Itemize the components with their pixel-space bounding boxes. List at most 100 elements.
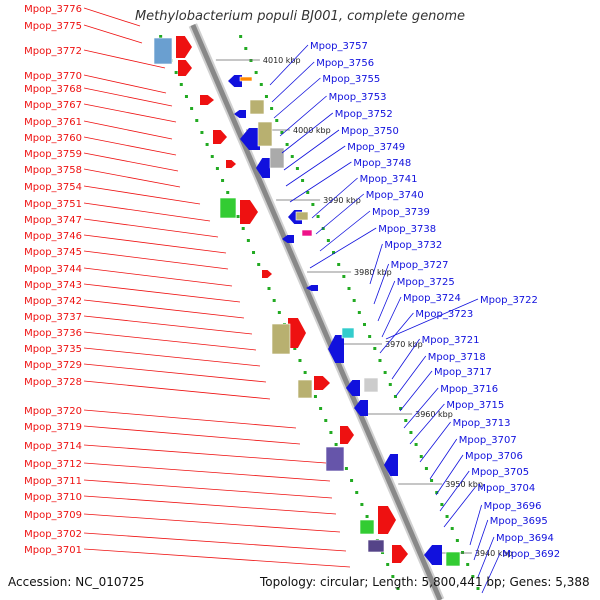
leader-line-right bbox=[379, 312, 414, 354]
gc-dot-outer bbox=[455, 539, 459, 542]
gc-dot-inner bbox=[190, 107, 194, 110]
reverse-gene-glyph bbox=[228, 75, 242, 87]
tick-label: 3980 kbp bbox=[354, 268, 392, 277]
feature-layer bbox=[153, 36, 461, 567]
leader-line-right bbox=[481, 552, 501, 594]
gene-label-left: Mpop_3759 bbox=[24, 149, 82, 160]
leader-lines-layer bbox=[83, 7, 501, 594]
gc-dot-outer bbox=[332, 251, 336, 254]
gc-dot-inner bbox=[355, 491, 359, 494]
leader-line-right bbox=[439, 470, 470, 512]
tick-label: 3940 kbp bbox=[475, 549, 513, 558]
tick-label: 4000 kbp bbox=[293, 126, 331, 135]
gc-dot-outer bbox=[321, 227, 325, 230]
gene-label-left: Mpop_3728 bbox=[24, 377, 82, 388]
gc-dot-outer bbox=[357, 311, 361, 314]
topology-text: Topology: circular; Length: 5,800,441 bp… bbox=[260, 575, 590, 589]
leader-line-right bbox=[403, 387, 439, 429]
leader-line-right bbox=[373, 263, 389, 305]
leader-line-right bbox=[377, 280, 396, 322]
feature-block bbox=[153, 37, 173, 65]
gene-label-right: Mpop_3705 bbox=[471, 467, 529, 478]
gene-label-right: Mpop_3739 bbox=[372, 207, 430, 218]
forward-gene-glyph bbox=[226, 160, 236, 168]
feature-block bbox=[445, 551, 461, 567]
leader-line-right bbox=[289, 161, 352, 203]
gc-dot-outer bbox=[362, 323, 366, 326]
reverse-gene-glyph bbox=[354, 400, 368, 416]
gene-label-right: Mpop_3748 bbox=[353, 158, 411, 169]
reverse-gene-glyph bbox=[306, 285, 318, 291]
gc-dot-inner bbox=[386, 563, 390, 566]
gene-label-right: Mpop_3756 bbox=[316, 58, 374, 69]
gene-label-left: Mpop_3775 bbox=[24, 21, 82, 32]
gene-label-right: Mpop_3757 bbox=[310, 41, 368, 52]
feature-block bbox=[271, 323, 291, 355]
gene-label-left: Mpop_3701 bbox=[24, 545, 82, 556]
gc-dot-outer bbox=[471, 575, 475, 578]
gc-dot-outer bbox=[301, 179, 305, 182]
gc-dot-outer bbox=[383, 371, 387, 374]
gc-dot-inner bbox=[221, 179, 225, 182]
gene-label-right: Mpop_3738 bbox=[378, 224, 436, 235]
gene-label-left: Mpop_3735 bbox=[24, 344, 82, 355]
feature-block bbox=[239, 76, 253, 82]
gene-label-right: Mpop_3707 bbox=[459, 435, 517, 446]
gene-label-right: Mpop_3692 bbox=[502, 549, 560, 560]
leader-line-left bbox=[83, 380, 271, 400]
leader-line-left bbox=[83, 234, 227, 254]
gc-dot-outer bbox=[445, 515, 449, 518]
gc-dot-outer bbox=[409, 431, 413, 434]
leader-line-left bbox=[83, 548, 351, 568]
gc-dot-inner bbox=[184, 95, 188, 98]
feature-block bbox=[325, 446, 345, 472]
gene-label-left: Mpop_3736 bbox=[24, 328, 82, 339]
gc-dot-inner bbox=[298, 359, 302, 362]
gc-dot-outer bbox=[290, 155, 294, 158]
leader-line-left bbox=[83, 409, 297, 429]
gene-label-left: Mpop_3767 bbox=[24, 100, 82, 111]
gene-label-right: Mpop_3732 bbox=[384, 240, 442, 251]
feature-block bbox=[367, 539, 385, 553]
forward-gene-glyph bbox=[392, 545, 408, 563]
gc-dot-inner bbox=[396, 587, 400, 590]
gc-dot-outer bbox=[461, 551, 465, 554]
leader-line-right bbox=[395, 355, 427, 397]
leader-line-left bbox=[83, 363, 267, 383]
leader-line-right bbox=[399, 370, 433, 412]
gc-dot-outer bbox=[244, 47, 248, 50]
gene-label-right: Mpop_3722 bbox=[480, 295, 538, 306]
gc-dot-inner bbox=[236, 215, 240, 218]
gene-label-right: Mpop_3740 bbox=[366, 190, 424, 201]
gc-dot-outer bbox=[440, 503, 444, 506]
gc-dot-outer bbox=[295, 167, 299, 170]
leader-line-left bbox=[83, 218, 219, 238]
reverse-gene-glyph bbox=[256, 158, 270, 178]
gene-label-left: Mpop_3772 bbox=[24, 46, 82, 57]
gene-label-right: Mpop_3718 bbox=[428, 352, 486, 363]
feature-block bbox=[359, 519, 375, 535]
gc-dot-inner bbox=[195, 119, 199, 122]
gc-dot-inner bbox=[179, 83, 183, 86]
feature-block bbox=[301, 229, 313, 237]
leader-line-right bbox=[369, 243, 383, 285]
leader-line-left bbox=[83, 267, 233, 287]
gc-dot-outer bbox=[337, 263, 341, 266]
gc-dot-inner bbox=[365, 515, 369, 518]
gene-label-right: Mpop_3706 bbox=[465, 451, 523, 462]
leader-line-right bbox=[435, 454, 464, 496]
gene-label-right: Mpop_3695 bbox=[490, 516, 548, 527]
gene-label-left: Mpop_3710 bbox=[24, 492, 82, 503]
gene-label-left: Mpop_3758 bbox=[24, 165, 82, 176]
gc-dot-outer bbox=[430, 479, 434, 482]
forward-gene-glyph bbox=[176, 36, 192, 58]
gene-label-right: Mpop_3694 bbox=[496, 533, 554, 544]
gene-label-right: Mpop_3741 bbox=[360, 174, 418, 185]
gene-label-left: Mpop_3742 bbox=[24, 296, 82, 307]
gene-label-left: Mpop_3711 bbox=[24, 476, 82, 487]
leader-line-left bbox=[83, 74, 167, 94]
leader-line-left bbox=[83, 462, 331, 482]
tick-label: 4010 kbp bbox=[263, 56, 301, 65]
tick-label: 3950 kbp bbox=[445, 480, 483, 489]
